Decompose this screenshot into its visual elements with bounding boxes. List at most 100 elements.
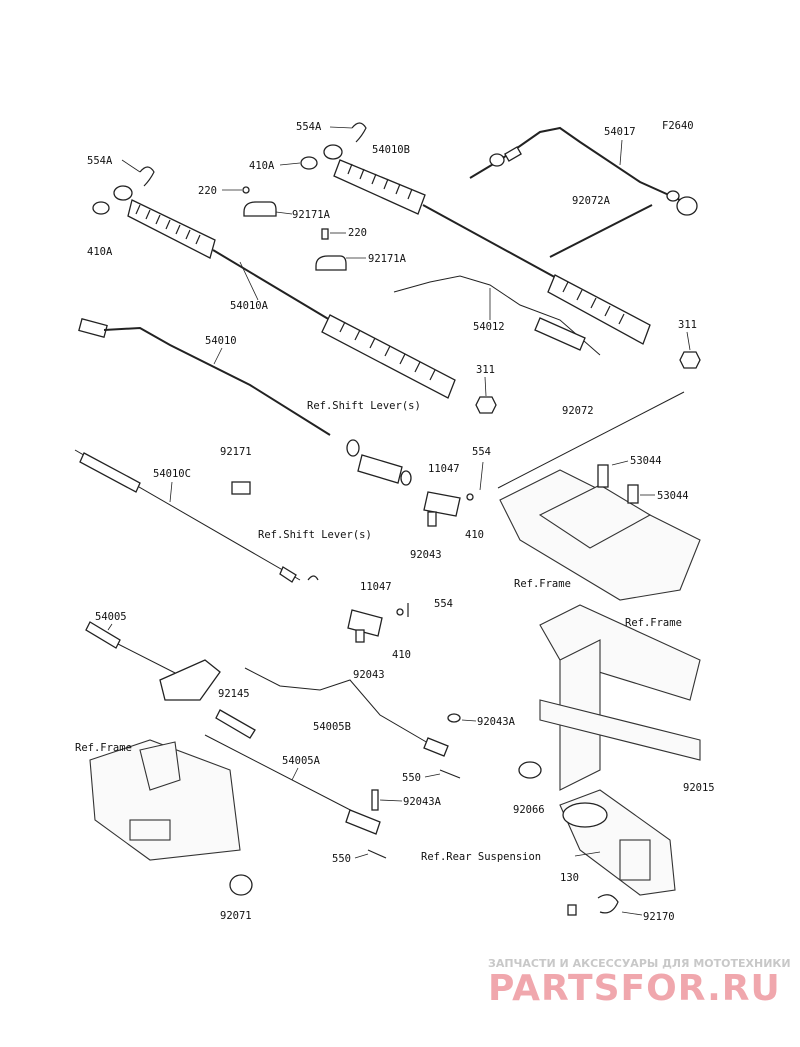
boot-ribs [135,204,201,245]
watermark-logo: PARTSFOR.RU [488,968,781,1009]
cable-54010A [92,185,497,414]
label-554A-top: 554A [296,121,322,133]
diagram-code: F2640 [662,120,694,132]
label-92072: 92072 [562,405,594,417]
clamp-92171A-a [243,201,277,217]
pin-92043A-b [371,789,379,811]
label-92072A: 92072A [572,195,611,207]
ref-rear-suspension: Ref.Rear Suspension [421,851,541,863]
fitting-54017-a [489,153,505,167]
clamp-92171 [231,481,251,495]
cable-54017 [469,126,698,216]
cable-54010C [74,449,301,583]
fitting-54017-b [504,146,522,162]
nut-311-right [679,351,701,369]
label-554-b: 554 [434,598,453,610]
rod-92072A [549,204,653,258]
clip-554A-top [351,122,367,143]
boot-ribs-right [339,321,436,381]
cable-line-54012 [393,275,601,356]
label-311-mid: 311 [476,364,495,376]
label-220-b: 220 [348,227,367,239]
label-92171A-b: 92171A [368,253,407,265]
boot-54010A [127,199,216,259]
boot-54010A-right [321,314,456,399]
label-92015: 92015 [683,782,715,794]
clevis-11047-a [423,491,461,517]
pin-92043A-a [447,713,461,723]
cable-54012 [393,275,601,356]
bolt-130 [567,904,577,916]
label-554A-left: 554A [87,155,113,167]
pin-550-a [439,769,461,779]
label-554-a: 554 [472,446,491,458]
label-54010B: 54010B [372,144,410,156]
label-54010: 54010 [205,335,237,347]
cable-line-54005B [244,667,441,751]
frame-ref-3 [89,739,241,861]
cable-line-54010 [103,326,331,436]
washer-410A-mid [300,156,318,170]
label-54017: 54017 [604,126,636,138]
label-53044-a: 53044 [630,455,662,467]
clip-554A-left [139,166,155,187]
ref-frame-2: Ref.Frame [625,617,682,629]
label-92043A-a: 92043A [477,716,516,728]
boot-54010B [333,159,426,215]
clevis-11047-b [347,609,383,637]
pin-92043-a [427,511,437,527]
frame-ref-1 [499,464,701,601]
cable-line-54010A [212,249,331,321]
label-53044-b: 53044 [657,490,689,502]
ref-shift-lever-2: Ref.Shift Lever(s) [258,529,372,541]
bolt-220-b [321,228,329,240]
fitting-54010-end [78,318,108,338]
label-54005B: 54005B [313,721,351,733]
fitting-54017-c [666,190,680,202]
cable-54005A [204,734,381,835]
label-54010A: 54010A [230,300,269,312]
label-92170: 92170 [643,911,675,923]
bushing-92066 [518,761,542,779]
label-54005: 54005 [95,611,127,623]
clamp-92171A-b [315,255,347,271]
bushing-mid [323,144,343,160]
bushing-left [113,185,133,201]
cable-54005B [244,667,449,757]
label-54005A: 54005A [282,755,321,767]
cable-54005 [85,621,221,701]
label-410A-left: 410A [87,246,113,258]
shift-parts-1 [346,439,474,527]
label-92043-a: 92043 [410,549,442,561]
boot-54010B-right [547,274,651,345]
label-54010C: 54010C [153,468,191,480]
rear-suspension-ref [559,789,676,914]
label-550-a: 550 [402,772,421,784]
ref-frame-1: Ref.Frame [514,578,571,590]
label-92145: 92145 [218,688,250,700]
nut-311-mid [475,396,497,414]
label-130: 130 [560,872,579,884]
label-11047-b: 11047 [360,581,392,593]
cable-line-54005 [117,643,186,679]
watermark-tagline: ЗАПЧАСТИ И АКСЕССУАРЫ ДЛЯ МОТОТЕХНИКИ [488,957,791,970]
label-92043A-b: 92043A [403,796,442,808]
label-410-b: 410 [392,649,411,661]
pin-550-b [367,849,387,859]
label-550-b: 550 [332,853,351,865]
label-220-a: 220 [198,185,217,197]
label-92066: 92066 [513,804,545,816]
label-311-right: 311 [678,319,697,331]
boot-54012 [534,317,586,351]
cap-54017 [676,196,698,216]
label-92171A-a: 92171A [292,209,331,221]
label-54012: 54012 [473,321,505,333]
boot-ribs-b-right [562,281,625,325]
washer-410A-left [92,201,110,215]
rod-92072 [497,391,685,489]
ref-frame-3: Ref.Frame [75,742,132,754]
label-92171: 92171 [220,446,252,458]
label-410-a: 410 [465,529,484,541]
cable-54010 [78,318,331,436]
